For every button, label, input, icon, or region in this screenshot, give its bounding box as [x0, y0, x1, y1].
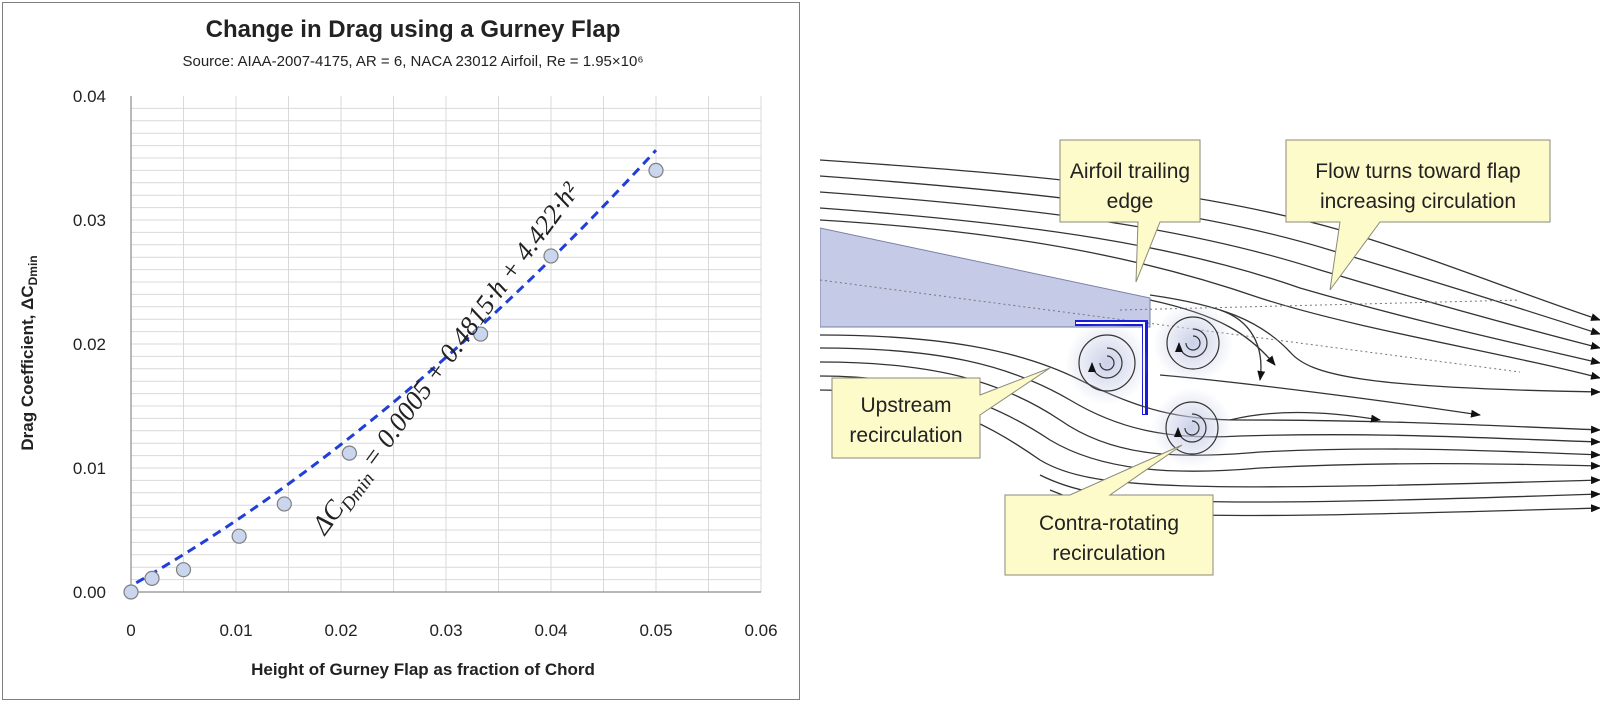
axes [130, 96, 761, 593]
callout-flow-turns-line2: increasing circulation [1320, 190, 1516, 213]
data-point [648, 162, 664, 178]
drag-chart: Change in Drag using a Gurney Flap Sourc… [18, 16, 778, 679]
callout-trailing-edge: Airfoil trailing edge [1059, 139, 1201, 283]
y-axis-label-main: Drag Coefficient, ΔC [18, 285, 37, 450]
callout-upstream-line2: recirculation [849, 424, 962, 447]
callout-flow-turns: Flow turns toward flap increasing circul… [1285, 139, 1551, 291]
callout-upstream-line1: Upstream [860, 394, 951, 417]
y-tick-label: 0.01 [73, 459, 106, 478]
x-tick-label: 0.02 [324, 621, 357, 640]
data-point [543, 248, 559, 264]
flow-diagram-svg: Airfoil trailing edge Flow turns toward … [819, 139, 1600, 576]
y-axis-label-sub: Dmin [26, 255, 40, 285]
callout-contra-line2: recirculation [1052, 542, 1165, 565]
chart-subtitle-text: Source: AIAA-2007-4175, AR = 6, NACA 230… [182, 53, 643, 70]
airfoil-trailing-edge-shape [819, 227, 1151, 328]
data-point [276, 496, 292, 512]
x-tick-label: 0.04 [534, 621, 567, 640]
trendline-equation: ΔCDmin = 0.0005 + 0.4815·h + 4.422·h² [305, 176, 590, 543]
callout-upstream: Upstream recirculation [831, 367, 1051, 459]
callout-contra-line1: Contra-rotating [1039, 512, 1179, 535]
chart-title: Change in Drag using a Gurney Flap [206, 16, 621, 43]
x-tick-label: 0 [126, 621, 135, 640]
data-point [144, 570, 160, 586]
chart-subtitle: Source: AIAA-2007-4175, AR = 6, NACA 230… [182, 53, 643, 70]
drag-chart-panel: Change in Drag using a Gurney Flap Sourc… [2, 2, 800, 700]
y-axis-label: Drag Coefficient, ΔCDmin [18, 255, 40, 450]
y-tick-label: 0.03 [73, 211, 106, 230]
y-tick-label: 0.02 [73, 335, 106, 354]
y-tick-label: 0.04 [73, 87, 106, 106]
callout-flow-turns-line1: Flow turns toward flap [1315, 160, 1520, 183]
lower-wake-vortex [1152, 388, 1232, 468]
eq-rhs: = 0.0005 + 0.4815·h + 4.422·h² [351, 176, 586, 478]
callout-trailing-edge-line2: edge [1107, 190, 1154, 213]
x-tick-label: 0.05 [639, 621, 672, 640]
data-point [123, 584, 139, 600]
callout-contra: Contra-rotating recirculation [1004, 444, 1214, 576]
data-point [175, 562, 192, 578]
data-point [341, 445, 357, 461]
data-points [123, 162, 664, 600]
x-tick-label: 0.03 [429, 621, 462, 640]
x-axis-label: Height of Gurney Flap as fraction of Cho… [251, 660, 595, 679]
callout-trailing-edge-line1: Airfoil trailing [1070, 160, 1190, 183]
y-tick-label: 0.00 [73, 583, 106, 602]
x-tick-label: 0.01 [219, 621, 252, 640]
gurney-flap-flow-diagram: Airfoil trailing edge Flow turns toward … [819, 120, 1600, 600]
upper-streamlines [819, 159, 1600, 396]
trendline [135, 149, 658, 585]
x-tick-label: 0.06 [744, 621, 777, 640]
grid-lines [131, 96, 762, 592]
tick-labels: 0 0.01 0.02 0.03 0.04 0.05 0.06 0.00 0.01 0.02 0.0… [73, 87, 778, 640]
upper-wake-vortex [1153, 303, 1233, 383]
trendline-path [135, 149, 658, 585]
data-point [231, 528, 247, 544]
upstream-vortex [1065, 321, 1149, 405]
data-point [473, 326, 489, 342]
